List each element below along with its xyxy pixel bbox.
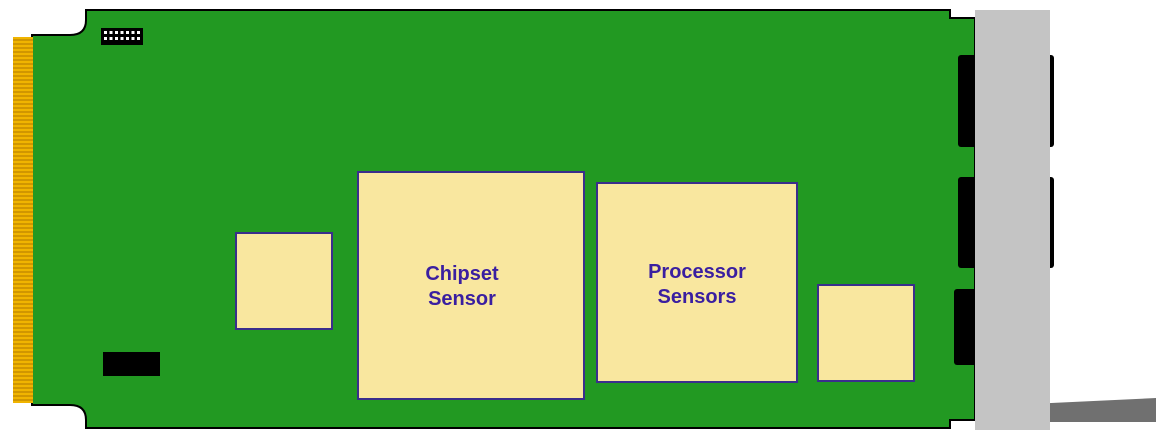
header-pin <box>126 37 129 40</box>
processor-sensors-chip <box>596 182 798 383</box>
header-pin <box>109 31 113 34</box>
header-pin <box>109 37 113 40</box>
edge-connector-icon <box>13 37 33 403</box>
small-chip-left <box>235 232 333 330</box>
bracket-tab <box>1030 398 1156 422</box>
processor-label-line1: Processor <box>648 261 746 283</box>
small-chip-right <box>817 284 915 382</box>
header-pin <box>104 37 107 40</box>
header-pin <box>131 31 135 34</box>
header-pin <box>131 37 135 40</box>
metal-bracket <box>975 10 1050 430</box>
header-pin <box>115 31 118 34</box>
black-component <box>103 352 160 376</box>
header-pin <box>115 37 118 40</box>
processor-label-line2: Sensors <box>658 286 737 308</box>
header-pin <box>120 37 124 40</box>
chipset-label-line1: Chipset <box>425 263 499 285</box>
header-pin <box>137 37 140 40</box>
header-pin <box>104 31 107 34</box>
pin-header-icon <box>101 28 143 45</box>
chipset-label-line2: Sensor <box>428 288 496 310</box>
header-pin <box>126 31 129 34</box>
header-pin <box>137 31 140 34</box>
chipset-sensor-chip <box>357 171 585 400</box>
header-pin <box>120 31 124 34</box>
